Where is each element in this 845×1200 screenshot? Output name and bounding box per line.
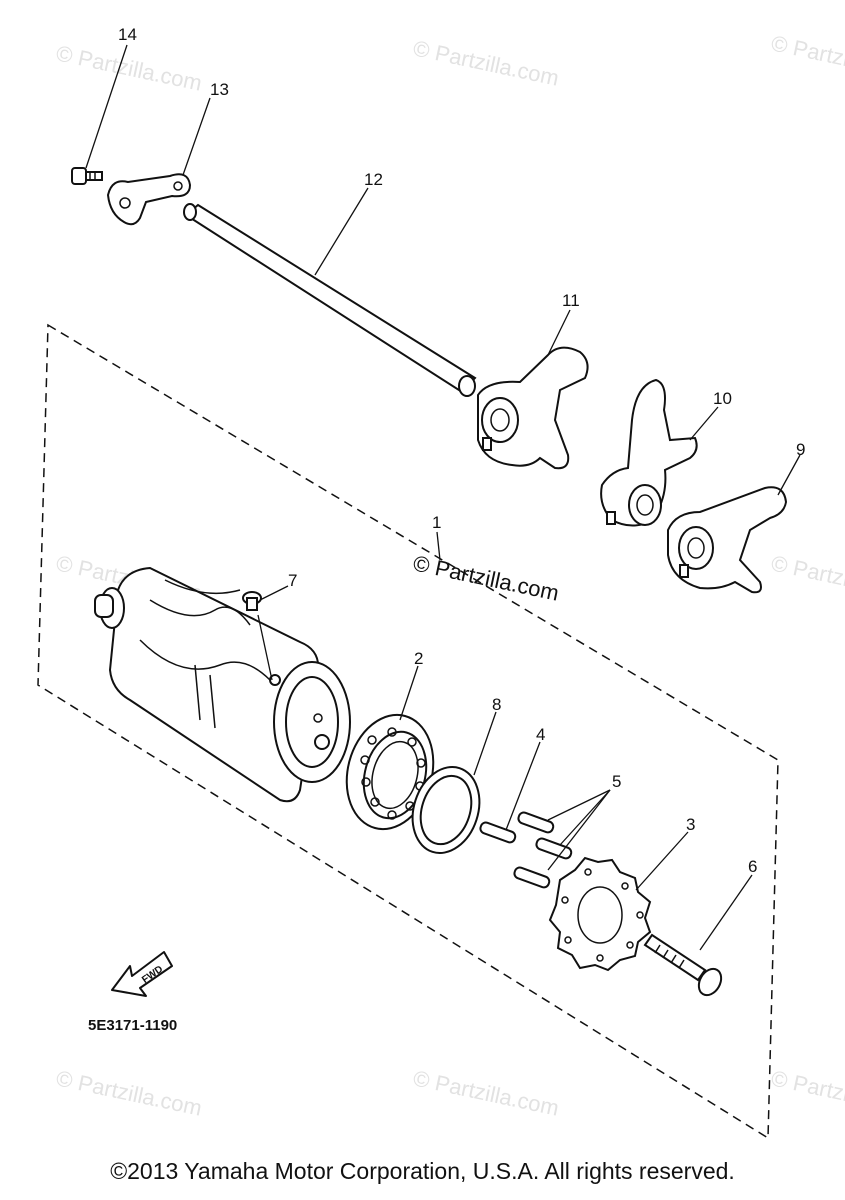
fwd-arrow-icon: FWD [111, 951, 173, 997]
part-2-bearing [345, 713, 435, 831]
part-1-shift-cam [94, 566, 351, 803]
callout-1: 1 [432, 513, 441, 532]
part-13-stopper-plate [106, 173, 192, 226]
part-3-segment [548, 856, 652, 972]
callout-14: 14 [118, 25, 137, 44]
leader-lines [85, 44, 801, 951]
part-4-pin [479, 821, 517, 844]
callout-6: 6 [748, 857, 757, 876]
watermark-top-right: © Partzilla.com [769, 30, 845, 85]
watermark-bottom-right: © Partzilla.com [769, 1065, 845, 1120]
copyright-notice: ©2013 Yamaha Motor Corporation, U.S.A. A… [110, 1158, 735, 1184]
callout-2: 2 [414, 649, 423, 668]
callout-9: 9 [796, 440, 805, 459]
callout-4: 4 [536, 725, 545, 744]
watermark-bottom-center: © Partzilla.com [411, 1065, 561, 1120]
watermark-bottom-left: © Partzilla.com [54, 1065, 204, 1120]
callout-8: 8 [492, 695, 501, 714]
callout-12: 12 [364, 170, 383, 189]
part-9-shift-fork [667, 486, 788, 594]
assembly-boundary [37, 323, 779, 1140]
part-8-ring [411, 766, 481, 854]
part-10-shift-fork [600, 378, 698, 527]
watermark-top-left: © Partzilla.com [54, 40, 204, 95]
callout-3: 3 [686, 815, 695, 834]
part-14-screw [71, 167, 103, 185]
callout-labels: 14 13 12 11 10 9 1 7 2 8 4 5 3 6 [118, 25, 805, 876]
part-6-bolt [643, 933, 723, 997]
callout-5: 5 [612, 772, 621, 791]
diagram-code: 5E3171-1190 [88, 1017, 177, 1034]
part-7-screw [242, 591, 273, 681]
callout-13: 13 [210, 80, 229, 99]
part-5-pins [513, 811, 573, 889]
part-11-shift-fork [477, 346, 589, 470]
watermark-top-center: © Partzilla.com [411, 35, 561, 90]
part-12-guide-bar [183, 203, 477, 397]
partzilla-watermark: © Partzilla.com [411, 550, 561, 605]
callout-10: 10 [713, 389, 732, 408]
callout-7: 7 [288, 571, 297, 590]
watermark-mid-right: © Partzilla.com [769, 550, 845, 605]
callout-11: 11 [562, 291, 580, 310]
